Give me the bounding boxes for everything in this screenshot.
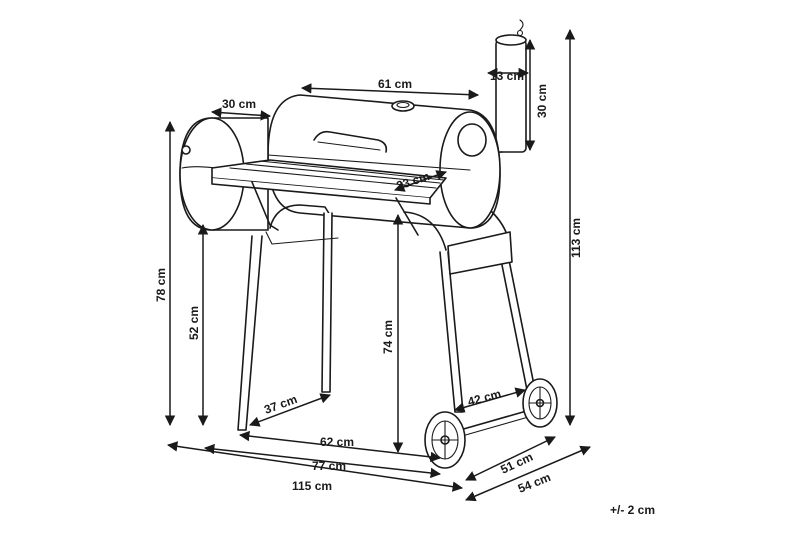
label-side-height: 78 cm	[154, 268, 168, 302]
label-total-height: 113 cm	[569, 218, 583, 258]
front-shelf	[211, 159, 447, 236]
front-wheel	[424, 411, 466, 469]
label-side-shelf-height: 52 cm	[187, 306, 201, 340]
label-front-shelf-height: 74 cm	[381, 320, 395, 354]
label-wheel-axle: 42 cm	[466, 387, 502, 409]
tolerance-note: +/- 2 cm	[610, 503, 655, 517]
main-barrel	[267, 94, 501, 229]
label-base-length-62: 62 cm	[320, 435, 354, 449]
label-side-box-length: 30 cm	[222, 97, 256, 111]
grill-illustration	[179, 19, 558, 469]
dimension-lines	[164, 28, 591, 502]
rear-wheel	[522, 378, 558, 428]
label-depth-54: 54 cm	[516, 470, 553, 496]
label-firebox-top-length: 61 cm	[378, 77, 412, 91]
label-total-length: 115 cm	[292, 479, 332, 493]
label-chimney-height: 30 cm	[535, 84, 549, 118]
label-base-length-77: 77 cm	[312, 459, 346, 473]
label-chimney-diameter: 13 cm	[490, 69, 524, 83]
